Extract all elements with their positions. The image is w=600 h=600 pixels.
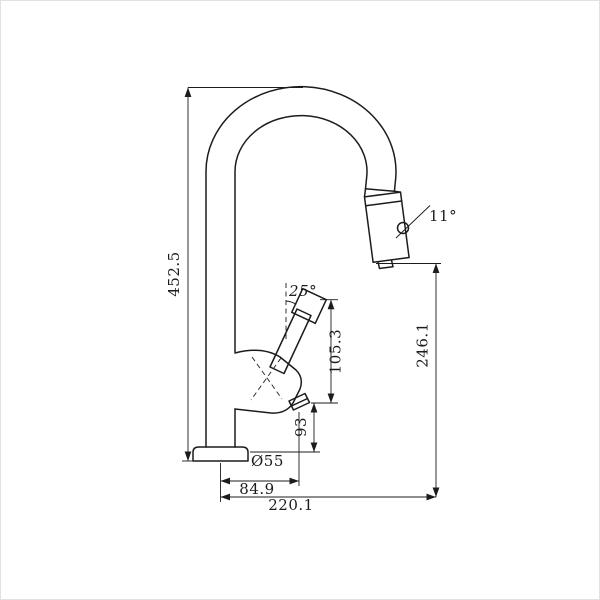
label-base-diameter: Ø55 bbox=[251, 452, 284, 470]
label-handle-to-outlet: 105.3 bbox=[327, 329, 345, 374]
label-outlet-reach: 84.9 bbox=[239, 480, 274, 498]
dimension-labels: 452.5 11° 25° 105.3 246.1 93 Ø55 84.9 22… bbox=[165, 207, 457, 514]
spout-inner-profile bbox=[234, 114, 368, 353]
label-overall-reach: 220.1 bbox=[268, 496, 313, 514]
label-tip-height: 246.1 bbox=[414, 322, 432, 367]
label-overall-height: 452.5 bbox=[165, 251, 183, 296]
dimension-lines bbox=[182, 87, 441, 502]
base-flange bbox=[192, 446, 249, 462]
label-outlet-height: 93 bbox=[292, 417, 310, 437]
handle-cap bbox=[290, 287, 328, 325]
label-handle-angle: 25° bbox=[288, 282, 317, 300]
handle-lever bbox=[269, 308, 312, 375]
handle-angle-arc bbox=[285, 300, 297, 305]
hidden-lines bbox=[250, 283, 287, 401]
spray-angle-leader bbox=[395, 205, 431, 239]
spray-head bbox=[363, 191, 410, 264]
mixer-body bbox=[234, 349, 303, 414]
spray-head-seam bbox=[364, 200, 403, 207]
faucet-outline bbox=[192, 85, 410, 462]
spray-pivot-circle bbox=[396, 221, 410, 235]
spout-outlet bbox=[288, 392, 311, 411]
spout-outer-profile bbox=[205, 85, 397, 448]
body-hidden-line-1 bbox=[251, 356, 283, 400]
label-spray-angle: 11° bbox=[429, 207, 457, 225]
body-hidden-line-2 bbox=[250, 357, 282, 401]
